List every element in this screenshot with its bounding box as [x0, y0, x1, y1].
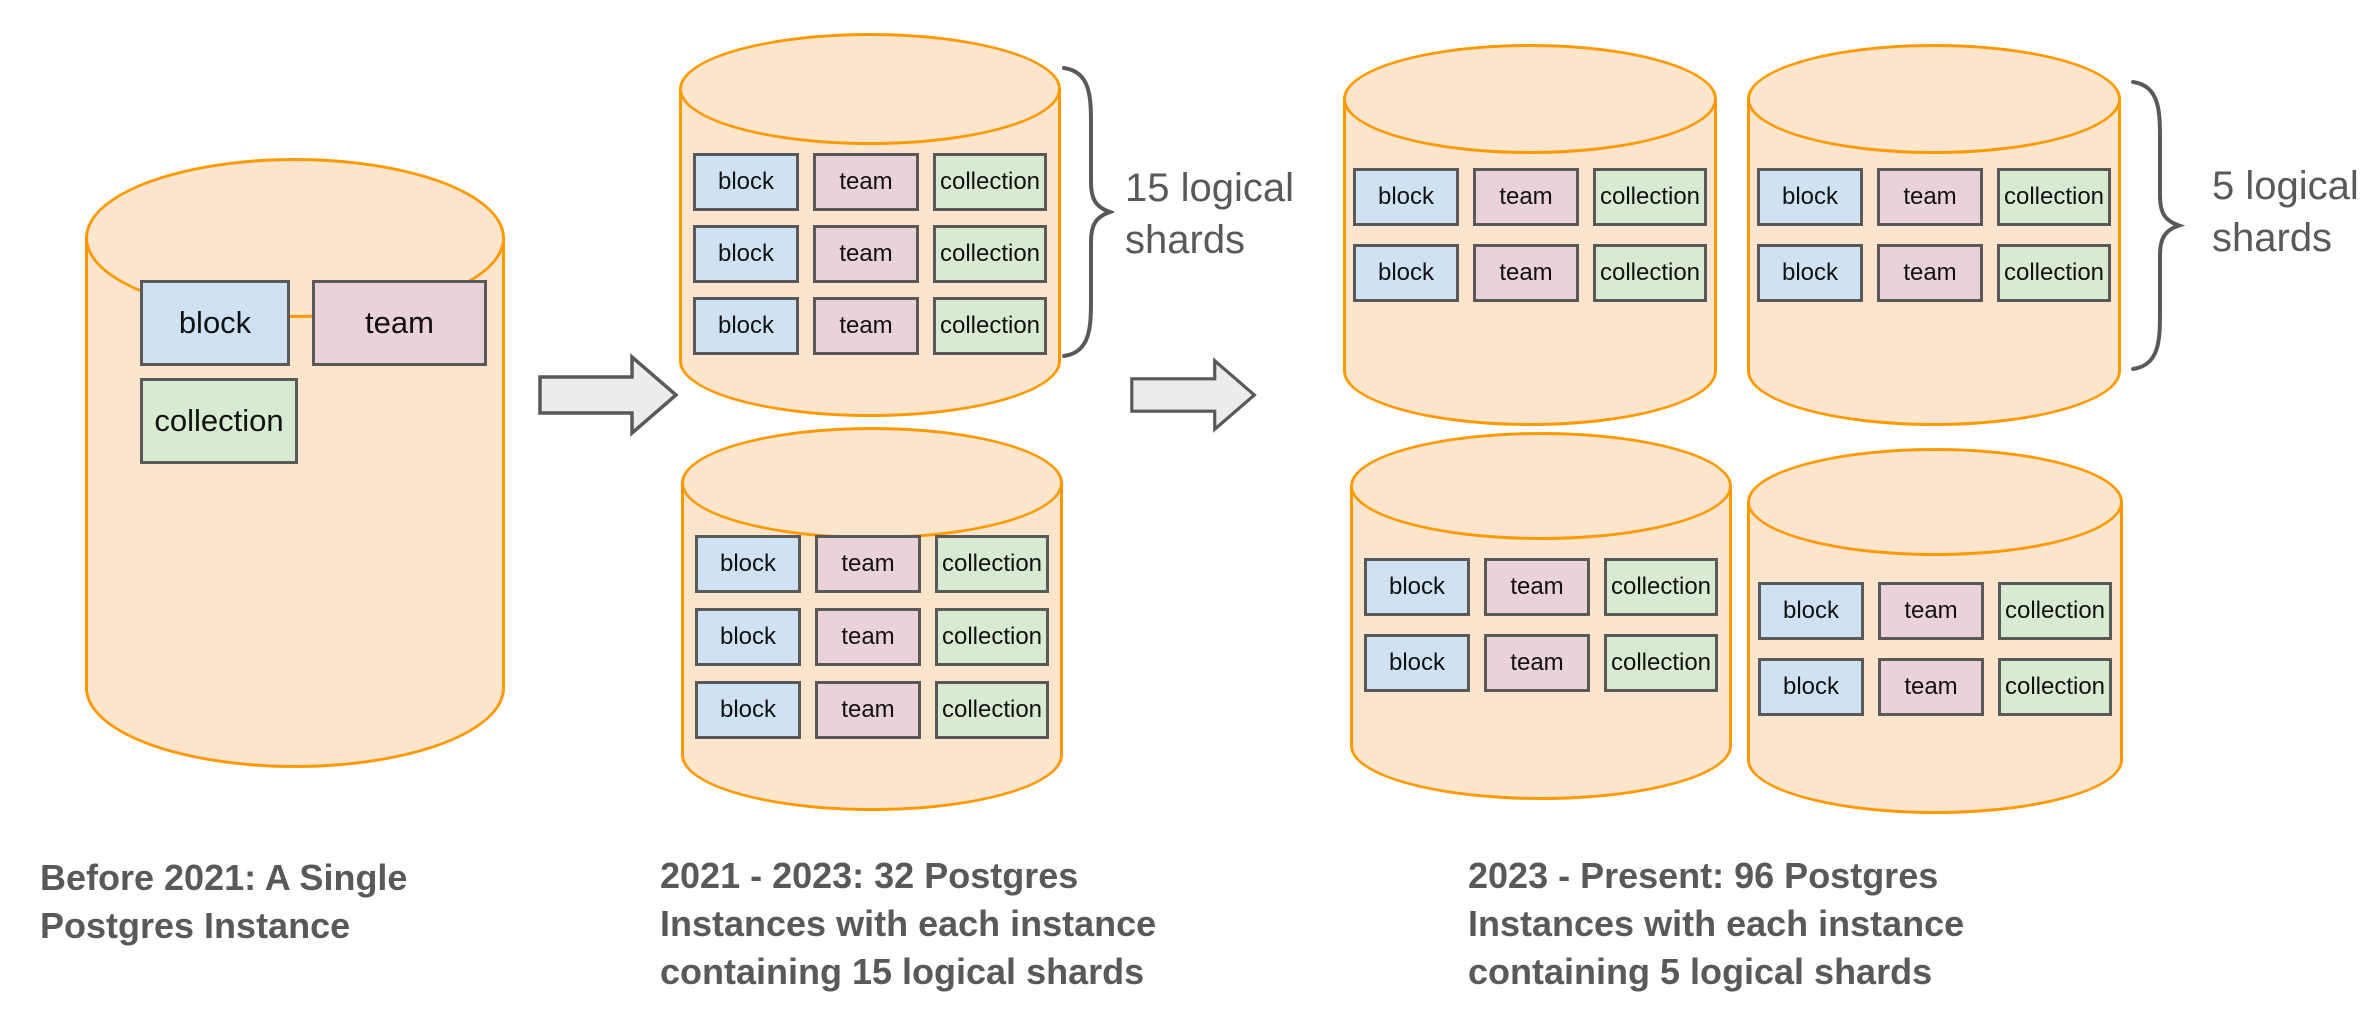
block-table-box: block [1758, 582, 1864, 640]
cylinder-top-ellipse [1343, 44, 1717, 154]
shard-row: block team collection [1364, 634, 1718, 692]
block-table-box: block [695, 681, 801, 739]
shard-row: block team collection [695, 535, 1049, 593]
collection-table-box: collection [933, 153, 1047, 211]
team-table-box: team [815, 681, 921, 739]
curly-brace-icon [2131, 79, 2186, 372]
team-table-box: team [1484, 634, 1590, 692]
curly-brace-icon [1062, 66, 1114, 358]
annotation-line: shards [2212, 216, 2333, 260]
caption-line: Instances with each instance [1468, 903, 1965, 944]
postgres-cylinder-right-bottom-left: block team collection block team collect… [1350, 432, 1732, 800]
caption-2023-present: 2023 - Present: 96 Postgres Instances wi… [1468, 852, 1964, 996]
annotation-line: shards [1125, 218, 1246, 262]
shard-row: block team collection [1758, 658, 2112, 716]
shard-row: block team collection [693, 297, 1047, 355]
shard-row: block team collection [1758, 582, 2112, 640]
cylinder-top-ellipse [1350, 432, 1732, 540]
block-table-box: block [1757, 244, 1863, 302]
caption-2021-2023: 2021 - 2023: 32 Postgres Instances with … [660, 852, 1156, 996]
collection-table-box: collection [933, 297, 1047, 355]
block-table-box: block [693, 297, 799, 355]
caption-line: 2021 - 2023: 32 Postgres [660, 855, 1079, 896]
shard-row: block team collection [695, 681, 1049, 739]
postgres-cylinder-mid-bottom: block team collection block team collect… [681, 427, 1063, 811]
postgres-cylinder-right-bottom-right: block team collection block team collect… [1747, 448, 2123, 814]
collection-table-box: collection [933, 225, 1047, 283]
shard-row: block team collection [693, 153, 1047, 211]
block-table-box: block [693, 153, 799, 211]
collection-table-box: collection [1997, 168, 2111, 226]
team-table-box: team [1484, 558, 1590, 616]
shards-15-label: 15 logical shards [1125, 162, 1294, 266]
team-table-box: team [1877, 244, 1983, 302]
block-table-box: block [1353, 168, 1459, 226]
collection-table-box: collection [1998, 582, 2112, 640]
block-table-box: block [693, 225, 799, 283]
team-table-box: team [813, 297, 919, 355]
collection-table-box: collection [935, 608, 1049, 666]
shard-row: block team collection [693, 225, 1047, 283]
caption-line: Postgres Instance [40, 905, 351, 946]
block-table-box: block [695, 535, 801, 593]
caption-line: containing 5 logical shards [1468, 951, 1933, 992]
annotation-line: 5 logical [2212, 164, 2359, 208]
single-postgres-cylinder: block team collection [85, 158, 505, 768]
caption-line: Before 2021: A Single [40, 857, 408, 898]
postgres-cylinder-mid-top: block team collection block team collect… [679, 33, 1061, 417]
annotation-line: 15 logical [1125, 166, 1295, 210]
team-table-box: team [813, 225, 919, 283]
shard-row: block team collection [1757, 244, 2111, 302]
arrow-right-icon [538, 353, 679, 437]
caption-before-2021: Before 2021: A Single Postgres Instance [40, 854, 407, 950]
collection-table-box: collection [1998, 658, 2112, 716]
table-row: collection [140, 378, 298, 464]
collection-table-box: collection [1593, 244, 1707, 302]
team-table-box: team [1473, 244, 1579, 302]
postgres-cylinder-right-top-right: block team collection block team collect… [1747, 44, 2121, 426]
arrow-right-icon [1130, 357, 1257, 433]
team-table-box: team [312, 280, 487, 366]
cylinder-top-ellipse [1747, 448, 2123, 556]
collection-table-box: collection [935, 535, 1049, 593]
collection-table-box: collection [1604, 634, 1718, 692]
cylinder-top-ellipse [679, 33, 1061, 145]
shard-row: block team collection [695, 608, 1049, 666]
collection-table-box: collection [1997, 244, 2111, 302]
block-table-box: block [1364, 634, 1470, 692]
block-table-box: block [1353, 244, 1459, 302]
collection-table-box: collection [140, 378, 298, 464]
collection-table-box: collection [935, 681, 1049, 739]
cylinder-top-ellipse [1747, 44, 2121, 154]
block-table-box: block [140, 280, 290, 366]
collection-table-box: collection [1604, 558, 1718, 616]
block-table-box: block [1757, 168, 1863, 226]
postgres-cylinder-right-top-left: block team collection block team collect… [1343, 44, 1717, 426]
team-table-box: team [813, 153, 919, 211]
team-table-box: team [1473, 168, 1579, 226]
team-table-box: team [815, 535, 921, 593]
caption-line: containing 15 logical shards [660, 951, 1145, 992]
shard-row: block team collection [1353, 244, 1707, 302]
collection-table-box: collection [1593, 168, 1707, 226]
table-row: block team [140, 280, 487, 366]
cylinder-top-ellipse [681, 427, 1063, 539]
shard-row: block team collection [1364, 558, 1718, 616]
shards-5-label: 5 logical shards [2212, 160, 2359, 264]
shard-row: block team collection [1757, 168, 2111, 226]
block-table-box: block [695, 608, 801, 666]
block-table-box: block [1364, 558, 1470, 616]
caption-line: Instances with each instance [660, 903, 1157, 944]
team-table-box: team [815, 608, 921, 666]
caption-line: 2023 - Present: 96 Postgres [1468, 855, 1939, 896]
team-table-box: team [1877, 168, 1983, 226]
block-table-box: block [1758, 658, 1864, 716]
shard-row: block team collection [1353, 168, 1707, 226]
team-table-box: team [1878, 658, 1984, 716]
team-table-box: team [1878, 582, 1984, 640]
